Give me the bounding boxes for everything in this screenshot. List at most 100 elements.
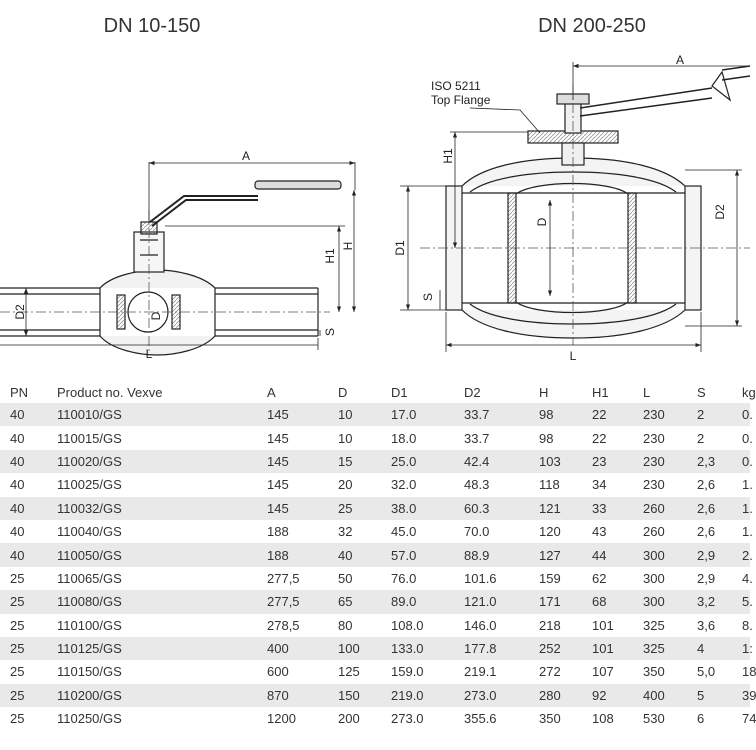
table-cell: 40 (10, 403, 57, 427)
table-cell: 300 (643, 590, 697, 614)
table-cell: 177.8 (464, 636, 539, 661)
table-cell: 110010/GS (57, 403, 267, 427)
iso-flange-label-1: ISO 5211 (431, 79, 481, 93)
table-cell: 20 (338, 473, 391, 497)
table-cell: 25.0 (391, 449, 464, 474)
table-cell: 110200/GS (57, 683, 267, 708)
table-cell: 100 (338, 636, 391, 661)
table-cell: 98 (539, 426, 592, 450)
table-cell: 110125/GS (57, 636, 267, 661)
table-cell: 145 (267, 449, 338, 474)
table-cell: 150 (338, 683, 391, 708)
right-centerlines (420, 85, 750, 345)
table-cell: 0. (742, 426, 753, 450)
table-cell: 101 (592, 636, 643, 661)
table-cell: 125 (338, 660, 391, 684)
table-cell (0, 519, 10, 544)
left-dim-a: A (242, 149, 250, 163)
table-cell: 3,6 (697, 613, 742, 637)
table-cell: 1200 (267, 707, 338, 731)
table-cell: 3,2 (697, 590, 742, 614)
left-dim-d: D (149, 311, 163, 320)
table-cell: 278,5 (267, 613, 338, 637)
table-cell: 25 (10, 660, 57, 684)
table-cell: 40 (10, 519, 57, 544)
table-cell: 127 (539, 543, 592, 567)
table-cell: 2,6 (697, 519, 742, 544)
table-cell: 110080/GS (57, 590, 267, 614)
table-cell: 230 (643, 449, 697, 474)
table-cell: 110100/GS (57, 613, 267, 637)
table-cell: 1. (742, 473, 753, 497)
table-cell: 118 (539, 473, 592, 497)
left-view-title: DN 10-150 (104, 15, 201, 37)
table-cell: 4 (697, 636, 742, 661)
table-cell: 92 (592, 683, 643, 708)
table-cell: 110065/GS (57, 566, 267, 591)
table-cell: 260 (643, 496, 697, 520)
column-header: kg (742, 384, 756, 400)
table-cell: 300 (643, 543, 697, 567)
table-cell: 38.0 (391, 496, 464, 520)
table-cell: 1. (742, 519, 753, 544)
table-cell: 355.6 (464, 707, 539, 731)
table-cell (0, 613, 10, 637)
table-cell: 218 (539, 613, 592, 637)
table-cell: 133.0 (391, 636, 464, 661)
column-header: D (338, 384, 348, 400)
table-cell: 44 (592, 543, 643, 567)
right-valve-body (445, 65, 751, 339)
table-cell: 8. (742, 613, 753, 637)
table-cell: 108.0 (391, 613, 464, 637)
table-cell (0, 473, 10, 497)
table-cell: 230 (643, 426, 697, 450)
table-cell: 62 (592, 566, 643, 591)
column-header (0, 381, 10, 403)
table-cell: 2,6 (697, 473, 742, 497)
table-cell: 107 (592, 660, 643, 684)
table-cell: 145 (267, 403, 338, 427)
table-cell: 159.0 (391, 660, 464, 684)
table-cell: 5,0 (697, 660, 742, 684)
right-dim-a: A (676, 53, 684, 67)
table-cell: 171 (539, 590, 592, 614)
table-cell: 89.0 (391, 590, 464, 614)
table-cell: 145 (267, 426, 338, 450)
table-cell: 870 (267, 683, 338, 708)
left-dim-h1: H1 (323, 248, 337, 264)
table-cell: 98 (539, 403, 592, 427)
table-cell: 188 (267, 543, 338, 567)
table-cell: 42.4 (464, 449, 539, 474)
table-cell (0, 636, 10, 661)
table-cell: 1: (742, 636, 753, 661)
table-cell: 40 (10, 449, 57, 474)
left-valve-body (0, 180, 342, 356)
table-cell: 103 (539, 449, 592, 474)
table-cell (0, 426, 10, 450)
table-cell: 65 (338, 590, 391, 614)
table-cell: 70.0 (464, 519, 539, 544)
table-cell: 145 (267, 473, 338, 497)
table-cell: 32 (338, 519, 391, 544)
table-cell (0, 707, 10, 731)
table-cell: 110050/GS (57, 543, 267, 567)
table-cell: 25 (10, 613, 57, 637)
table-cell: 273.0 (391, 707, 464, 731)
right-dim-d: D (535, 217, 549, 226)
column-header: S (697, 384, 706, 400)
table-cell: 350 (539, 707, 592, 731)
table-cell: 252 (539, 636, 592, 661)
right-dim-l: L (570, 349, 577, 363)
table-cell: 32.0 (391, 473, 464, 497)
table-cell: 40 (10, 496, 57, 520)
left-dim-h: H (341, 242, 355, 251)
table-cell: 25 (10, 590, 57, 614)
column-header: H1 (592, 384, 609, 400)
table-cell: 5. (742, 590, 753, 614)
table-cell: 2,3 (697, 449, 742, 474)
table-cell: 188 (267, 519, 338, 544)
column-header: PN (10, 384, 29, 400)
